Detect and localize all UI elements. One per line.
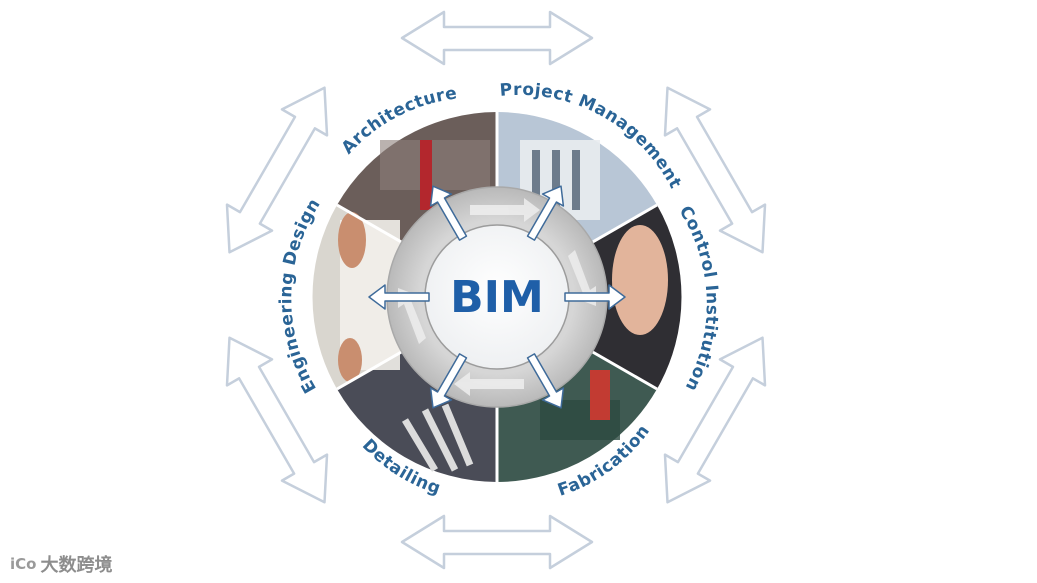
double-arrow-icon: [400, 514, 594, 570]
photo-segments: [312, 112, 682, 482]
segment-label-control-institution: Control Institution: [675, 203, 722, 395]
arrow-icon: [526, 185, 565, 241]
double-arrow-icon: [400, 10, 594, 66]
double-arrow-icon: [225, 86, 329, 254]
inner-arrows: [368, 185, 626, 409]
watermark-text: 大数跨境: [40, 555, 113, 576]
cycle-arrow-icon: [470, 198, 540, 222]
double-arrow-icon: [225, 336, 329, 504]
watermark: iCo 大数跨境: [10, 551, 112, 577]
cycle-arrow-icon: [398, 288, 426, 344]
arrow-icon: [526, 353, 565, 409]
watermark-logo-icon: iCo: [10, 555, 37, 573]
arrow-icon: [564, 284, 626, 310]
double-arrow-icon: [663, 86, 767, 254]
outer-arrows: [225, 10, 767, 570]
cycle-arrow-icon: [454, 372, 524, 396]
cycle-arrow-icon: [568, 250, 596, 306]
double-arrow-icon: [663, 336, 767, 504]
arrow-icon: [429, 185, 468, 241]
arrow-icon: [429, 353, 468, 409]
arrow-icon: [368, 284, 430, 310]
center-label: BIM: [450, 272, 544, 323]
